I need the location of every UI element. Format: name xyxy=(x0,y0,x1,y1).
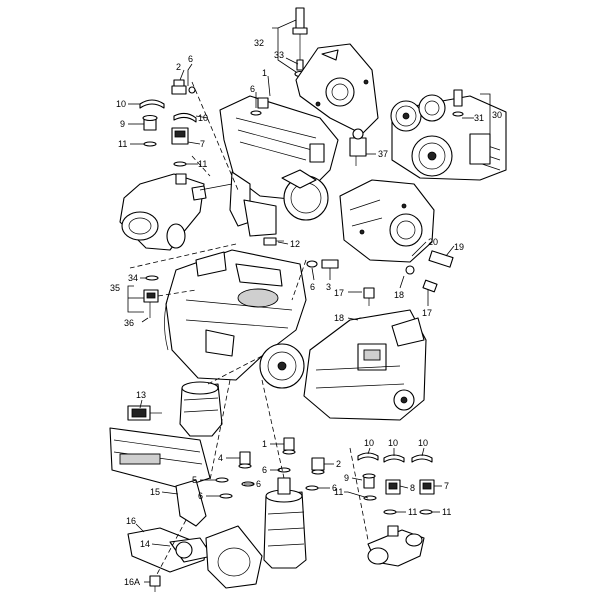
coolant-flange xyxy=(119,173,233,251)
dashed-connections xyxy=(129,155,369,577)
callout-37: 37 xyxy=(378,149,388,159)
callout-labels: 32 33 1 2 6 6 10 10 9 7 11 11 37 30 31 1… xyxy=(110,38,502,587)
left-clips-and-seals xyxy=(139,99,197,167)
callout-13: 13 xyxy=(136,390,146,400)
callout-36: 36 xyxy=(124,318,134,328)
callout-32: 32 xyxy=(254,38,264,48)
callout-16a: 16A xyxy=(124,577,140,587)
callout-9: 9 xyxy=(120,119,125,129)
callout-9: 9 xyxy=(344,473,349,483)
callout-18: 18 xyxy=(394,290,404,300)
callout-8: 8 xyxy=(410,483,415,493)
callout-7: 7 xyxy=(444,481,449,491)
callout-6: 6 xyxy=(332,483,337,493)
callout-11: 11 xyxy=(334,487,343,497)
callout-34: 34 xyxy=(128,273,138,283)
callout-6: 6 xyxy=(188,54,193,64)
sensor-37 xyxy=(349,128,367,166)
callout-31: 31 xyxy=(474,113,484,123)
lower-right-clips-and-flange xyxy=(357,452,435,567)
callout-10: 10 xyxy=(388,438,398,448)
distributor-assembly xyxy=(292,7,379,135)
lower-left-brackets xyxy=(127,479,263,592)
callout-20: 20 xyxy=(428,237,438,247)
callout-35: 35 xyxy=(110,283,120,293)
callout-2: 2 xyxy=(176,62,181,72)
callout-1: 1 xyxy=(262,439,267,449)
callout-3: 3 xyxy=(326,282,331,292)
callout-7: 7 xyxy=(200,139,205,149)
callout-6: 6 xyxy=(250,84,255,94)
callout-14: 14 xyxy=(140,539,150,549)
callout-10: 10 xyxy=(198,113,208,123)
callout-6: 6 xyxy=(310,282,315,292)
leader-lines xyxy=(127,19,491,583)
gearbox xyxy=(303,309,427,421)
callout-6: 6 xyxy=(262,465,267,475)
front-panel xyxy=(109,427,211,489)
callout-18: 18 xyxy=(334,313,344,323)
callout-10: 10 xyxy=(418,438,428,448)
callout-1: 1 xyxy=(262,68,267,78)
callout-2: 2 xyxy=(336,459,341,469)
upper-left-sensors xyxy=(171,79,269,191)
callout-17: 17 xyxy=(422,308,432,318)
engine-block xyxy=(164,249,307,389)
sensor-12-19-20 xyxy=(263,237,454,293)
pulley-assembly xyxy=(390,89,507,181)
callout-4: 4 xyxy=(218,453,223,463)
callout-10: 10 xyxy=(364,438,374,448)
callout-30: 30 xyxy=(492,110,502,120)
callout-11: 11 xyxy=(118,139,127,149)
callout-16: 16 xyxy=(126,516,136,526)
callout-12: 12 xyxy=(290,239,300,249)
callout-17: 17 xyxy=(334,288,344,298)
callout-6: 6 xyxy=(198,491,203,501)
callout-15: 15 xyxy=(150,487,160,497)
callout-5: 5 xyxy=(192,475,197,485)
lower-sensors xyxy=(215,437,325,499)
callout-19: 19 xyxy=(454,242,464,252)
callout-33: 33 xyxy=(274,50,284,60)
lower-oil-filter xyxy=(263,477,307,569)
callout-10: 10 xyxy=(116,99,126,109)
callout-11: 11 xyxy=(442,507,451,517)
callout-11: 11 xyxy=(408,507,417,517)
callout-6: 6 xyxy=(256,479,261,489)
cylinder-head xyxy=(219,95,339,237)
bell-housing xyxy=(339,179,435,263)
oil-filter-assembly xyxy=(127,381,223,437)
callout-11: 11 xyxy=(198,159,207,169)
